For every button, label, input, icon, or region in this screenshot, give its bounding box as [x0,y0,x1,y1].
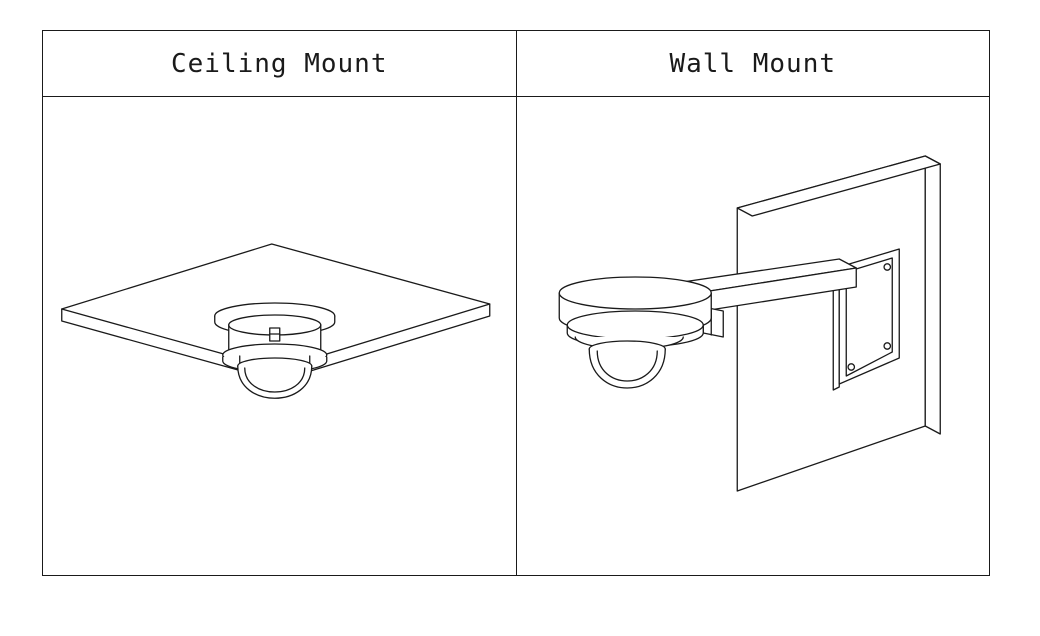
dome-bubble-outer [588,348,666,389]
dome-bubble-inner [244,367,306,393]
ceiling-mount-panel [43,97,517,575]
ceiling-mount-label: Ceiling Mount [171,48,388,79]
wall-mount-label: Wall Mount [669,48,837,79]
figure-header-row: Ceiling Mount Wall Mount [43,31,989,97]
dome-bubble-outer [237,365,313,399]
dome-bubble-inner [596,350,658,382]
camera-cap-top [558,276,712,310]
ceiling-mount-diagram [61,243,491,399]
header-cell-wall-mount: Wall Mount [517,31,990,96]
figure-body-row [43,97,989,575]
wall-mount-diagram [558,155,941,492]
header-cell-ceiling-mount: Ceiling Mount [43,31,517,96]
mount-options-figure: Ceiling Mount Wall Mount [42,30,990,576]
wall-top-face [736,155,941,217]
bracket-screw [846,363,855,371]
bracket-screw [882,263,891,271]
bracket-plate-inner-line [845,257,893,377]
wall-mount-panel [517,97,990,575]
bracket-screw [882,342,891,350]
wall-side-face [924,155,941,435]
